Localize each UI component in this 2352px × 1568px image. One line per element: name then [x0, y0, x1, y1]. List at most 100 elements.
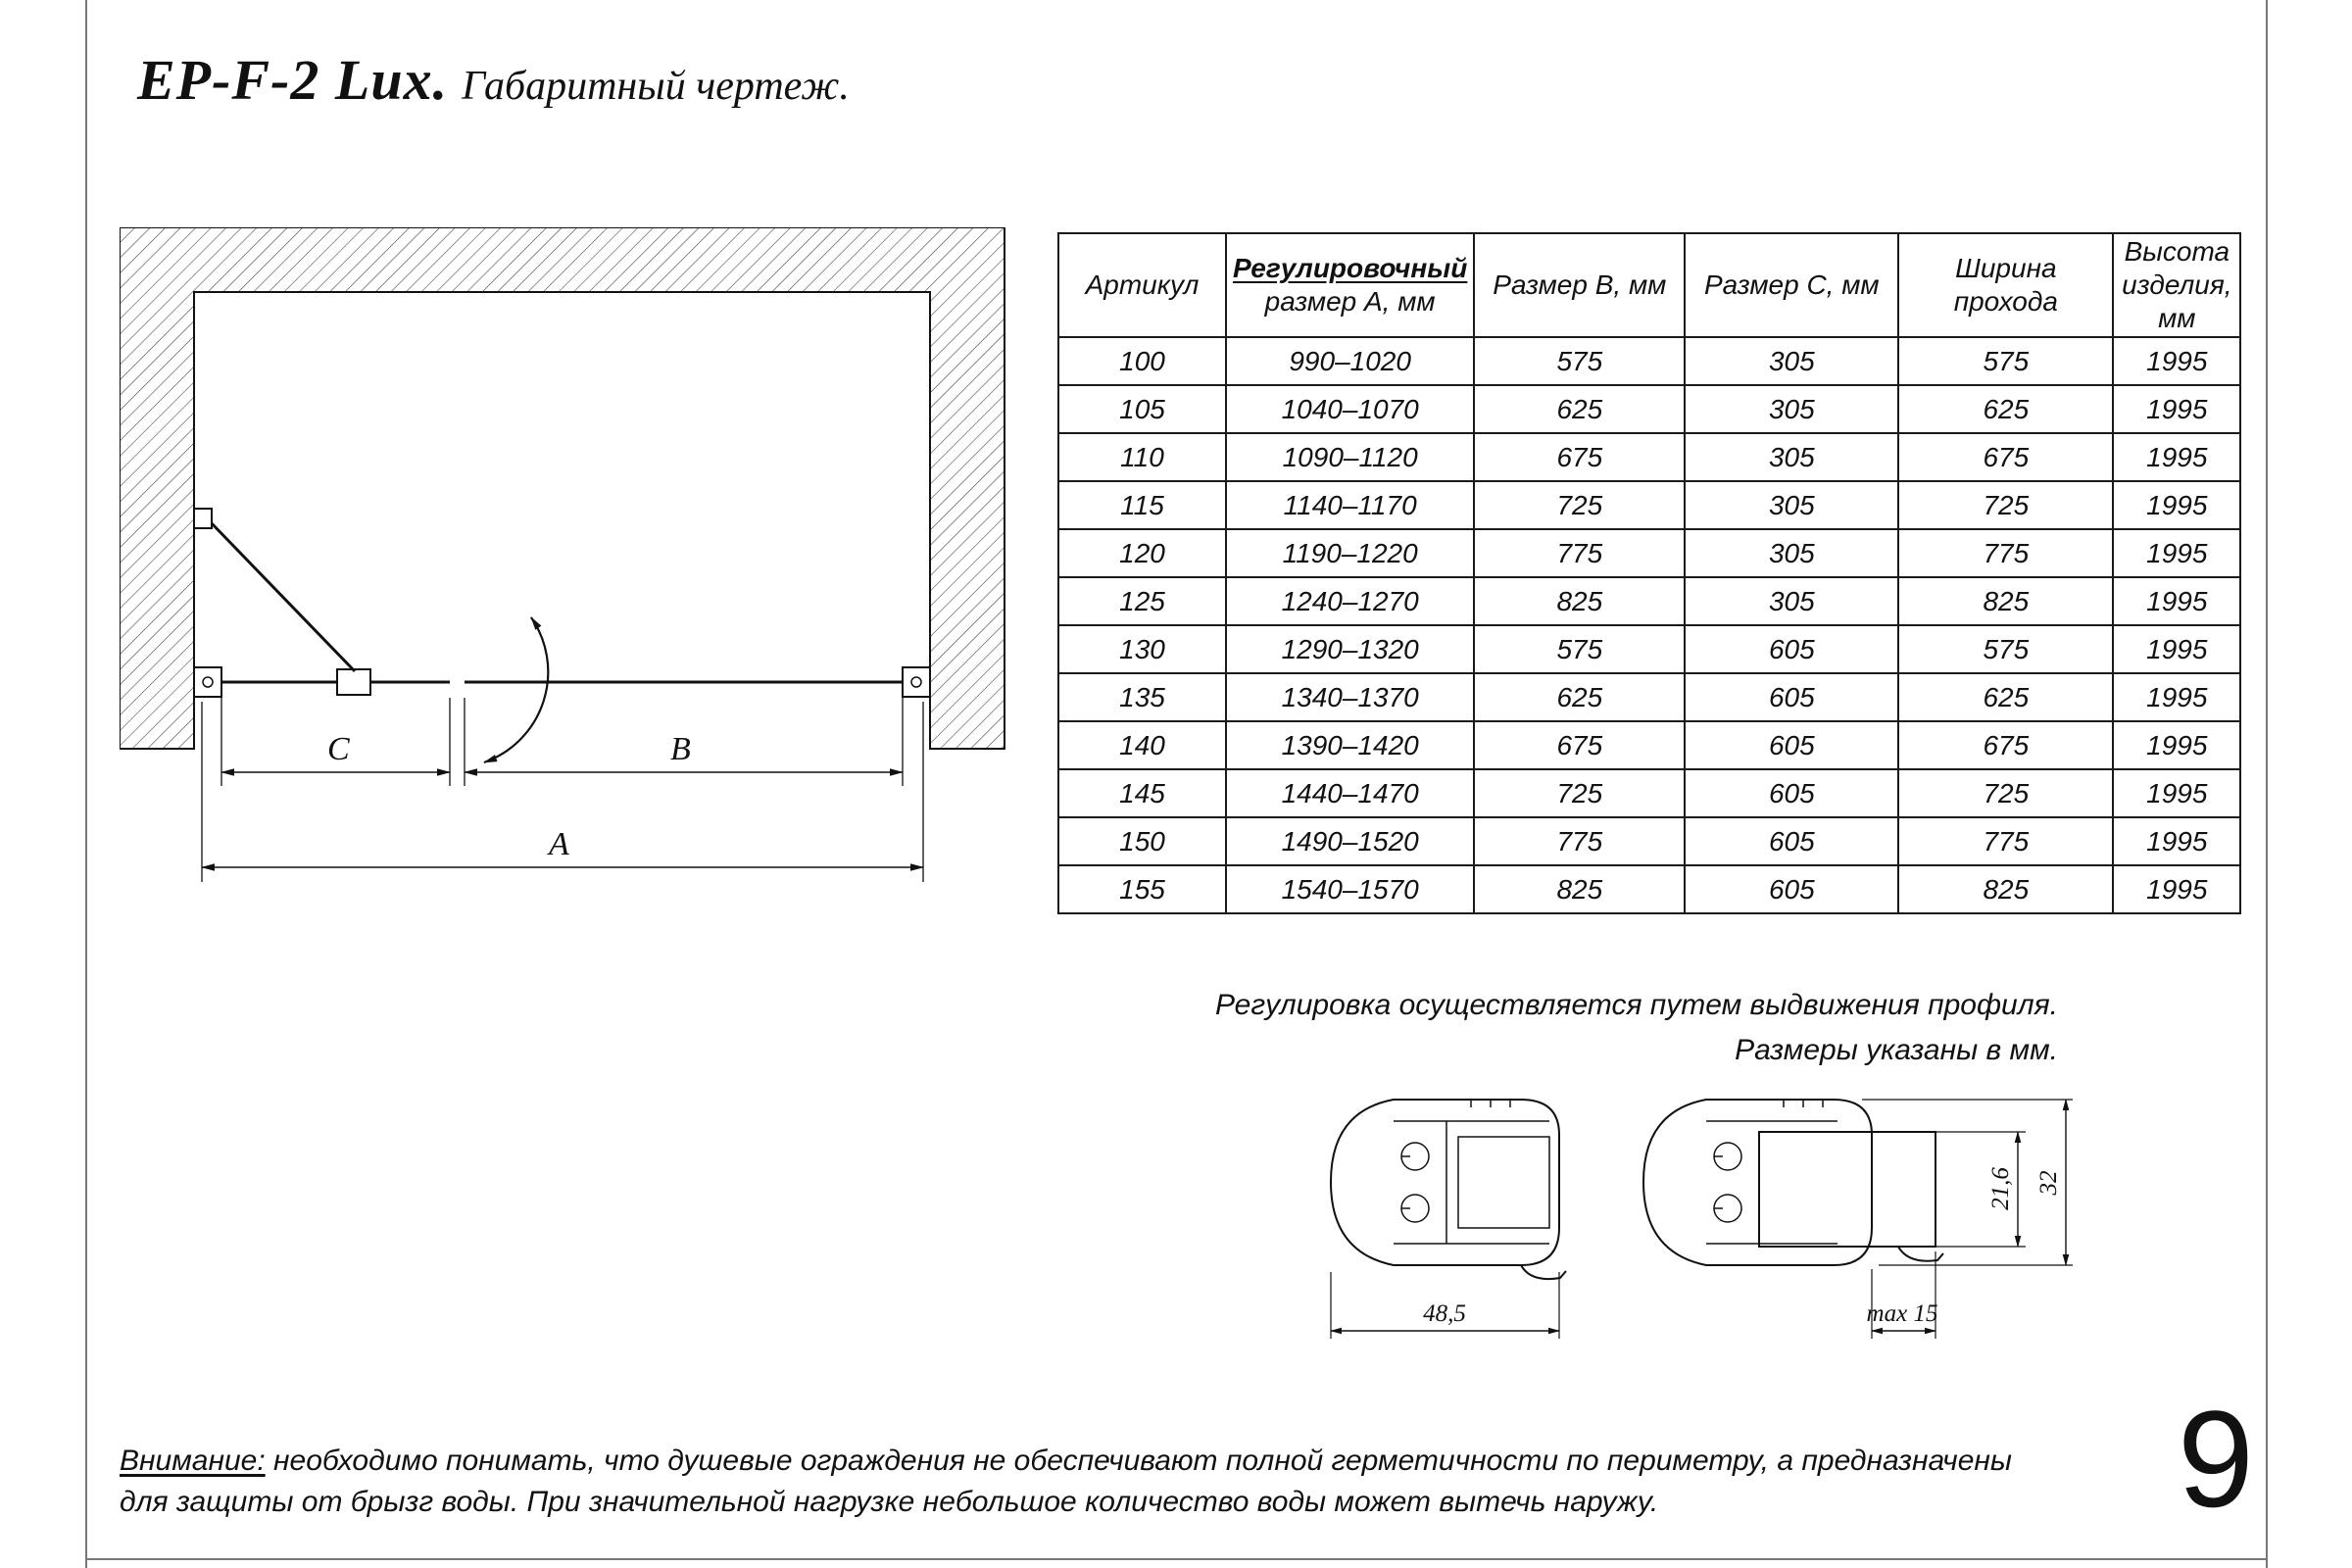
table-cell: 990–1020: [1224, 336, 1476, 386]
table-cell: 1995: [2112, 768, 2242, 818]
table-cell: 675: [1897, 720, 2115, 770]
table-cell: 105: [1057, 384, 1227, 434]
table-cell: 305: [1684, 432, 1900, 482]
table-cell: 775: [1897, 816, 2115, 866]
profile-inner-height-dim-label: 21,6: [1987, 1167, 2014, 1210]
table-cell: 1490–1520: [1224, 816, 1476, 866]
table-cell: 675: [1473, 432, 1687, 482]
table-cell: 605: [1684, 672, 1900, 722]
col-header-product-height-line3: мм: [2158, 303, 2196, 333]
table-cell: 825: [1897, 864, 2115, 914]
table-cell: 625: [1473, 672, 1687, 722]
table-cell: 605: [1684, 624, 1900, 674]
table-cell: 305: [1684, 384, 1900, 434]
warning-text: необходимо понимать, что душевые огражде…: [120, 1445, 2012, 1518]
table-cell: 575: [1473, 624, 1687, 674]
table-cell: 120: [1057, 528, 1227, 578]
table-cell: 130: [1057, 624, 1227, 674]
wall-profile-left: [193, 666, 222, 698]
table-cell: 825: [1473, 576, 1687, 626]
page-border-left: [85, 0, 87, 1568]
profile-width-dim-label: 48,5: [1423, 1300, 1466, 1327]
table-cell: 125: [1057, 576, 1227, 626]
hinge-block: [336, 668, 371, 696]
col-header-product-height-line1: Высота: [2124, 236, 2230, 267]
table-cell: 725: [1473, 480, 1687, 530]
table-cell: 1440–1470: [1224, 768, 1476, 818]
spec-table-head: Артикул Регулировочный размер А, мм Разм…: [1057, 232, 2242, 338]
profile-extension-dim-label: max 15: [1867, 1300, 1938, 1327]
table-cell: 575: [1897, 624, 2115, 674]
door-swing-arc: [483, 616, 550, 764]
col-header-size-c: Размер С, мм: [1684, 232, 1900, 338]
col-header-size-a-line2: размер А, мм: [1264, 286, 1436, 317]
table-cell: 1995: [2112, 864, 2242, 914]
table-cell: 1390–1420: [1224, 720, 1476, 770]
page-border-bottom: [85, 1558, 2268, 1560]
warning-note: Внимание: необходимо понимать, что душев…: [120, 1441, 2031, 1523]
table-cell: 675: [1473, 720, 1687, 770]
table-cell: 775: [1473, 528, 1687, 578]
page-border-right: [2266, 0, 2268, 1568]
dim-a-label: A: [547, 826, 569, 862]
page-number: 9: [2178, 1382, 2254, 1536]
col-header-size-a: Регулировочный размер А, мм: [1224, 232, 1476, 338]
table-cell: 1995: [2112, 336, 2242, 386]
table-cell: 605: [1684, 816, 1900, 866]
table-cell: 1995: [2112, 384, 2242, 434]
wall-profile-right: [902, 666, 931, 698]
col-header-passage-width-line2: прохода: [1953, 286, 2058, 317]
table-cell: 1290–1320: [1224, 624, 1476, 674]
table-cell: 1040–1070: [1224, 384, 1476, 434]
table-cell: 575: [1897, 336, 2115, 386]
col-header-artikul: Артикул: [1057, 232, 1227, 338]
table-cell: 725: [1897, 480, 2115, 530]
table-cell: 1995: [2112, 672, 2242, 722]
header-row: Артикул Регулировочный размер А, мм Разм…: [1057, 232, 2242, 338]
col-header-size-b: Размер В, мм: [1473, 232, 1687, 338]
table-cell: 145: [1057, 768, 1227, 818]
adjustment-notes: Регулировка осуществляется путем выдвиже…: [1058, 983, 2058, 1073]
profile-cross-sections: 48,5 max 15 21,6 32: [1329, 1099, 2073, 1339]
table-cell: 675: [1897, 432, 2115, 482]
table-cell: 115: [1057, 480, 1227, 530]
table-cell: 305: [1684, 336, 1900, 386]
open-door-leaf: [208, 519, 357, 673]
wall-hatch: [120, 227, 1005, 750]
table-cell: 1240–1270: [1224, 576, 1476, 626]
title-model: EP-F-2 Lux.: [137, 48, 449, 112]
table-cell: 1540–1570: [1224, 864, 1476, 914]
table-cell: 305: [1684, 576, 1900, 626]
table-cell: 100: [1057, 336, 1227, 386]
table-cell: 725: [1897, 768, 2115, 818]
profile-section-closed: 48,5: [1329, 1099, 1567, 1339]
table-cell: 150: [1057, 816, 1227, 866]
profile-section-extended: max 15 21,6 32: [1642, 1099, 2073, 1339]
table-cell: 605: [1684, 768, 1900, 818]
table-cell: 1090–1120: [1224, 432, 1476, 482]
table-cell: 1995: [2112, 576, 2242, 626]
dimension-c: C: [220, 698, 451, 786]
table-cell: 1995: [2112, 528, 2242, 578]
table-cell: 110: [1057, 432, 1227, 482]
table-cell: 1340–1370: [1224, 672, 1476, 722]
table-cell: 1140–1170: [1224, 480, 1476, 530]
table-cell: 625: [1473, 384, 1687, 434]
table-cell: 725: [1473, 768, 1687, 818]
spec-table: Артикул Регулировочный размер А, мм Разм…: [1057, 232, 2242, 914]
col-header-product-height: Высота изделия, мм: [2112, 232, 2242, 338]
table-cell: 605: [1684, 864, 1900, 914]
table-cell: 775: [1473, 816, 1687, 866]
dimension-a: A: [201, 702, 924, 882]
